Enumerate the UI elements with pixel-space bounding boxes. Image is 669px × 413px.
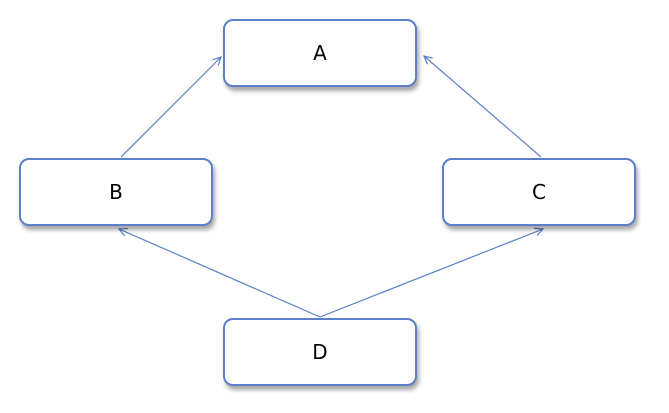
edge-c-to-a bbox=[424, 56, 542, 158]
node-a[interactable]: A bbox=[223, 19, 417, 87]
node-d[interactable]: D bbox=[223, 318, 417, 386]
node-b[interactable]: B bbox=[19, 158, 213, 226]
node-a-label: A bbox=[313, 41, 327, 65]
edge-b-to-a bbox=[120, 57, 221, 158]
edge-d-to-c bbox=[319, 229, 543, 318]
edge-d-to-b bbox=[119, 229, 321, 318]
node-d-label: D bbox=[312, 340, 328, 364]
node-c-label: C bbox=[532, 180, 546, 204]
node-c[interactable]: C bbox=[442, 158, 636, 226]
node-b-label: B bbox=[109, 180, 123, 204]
